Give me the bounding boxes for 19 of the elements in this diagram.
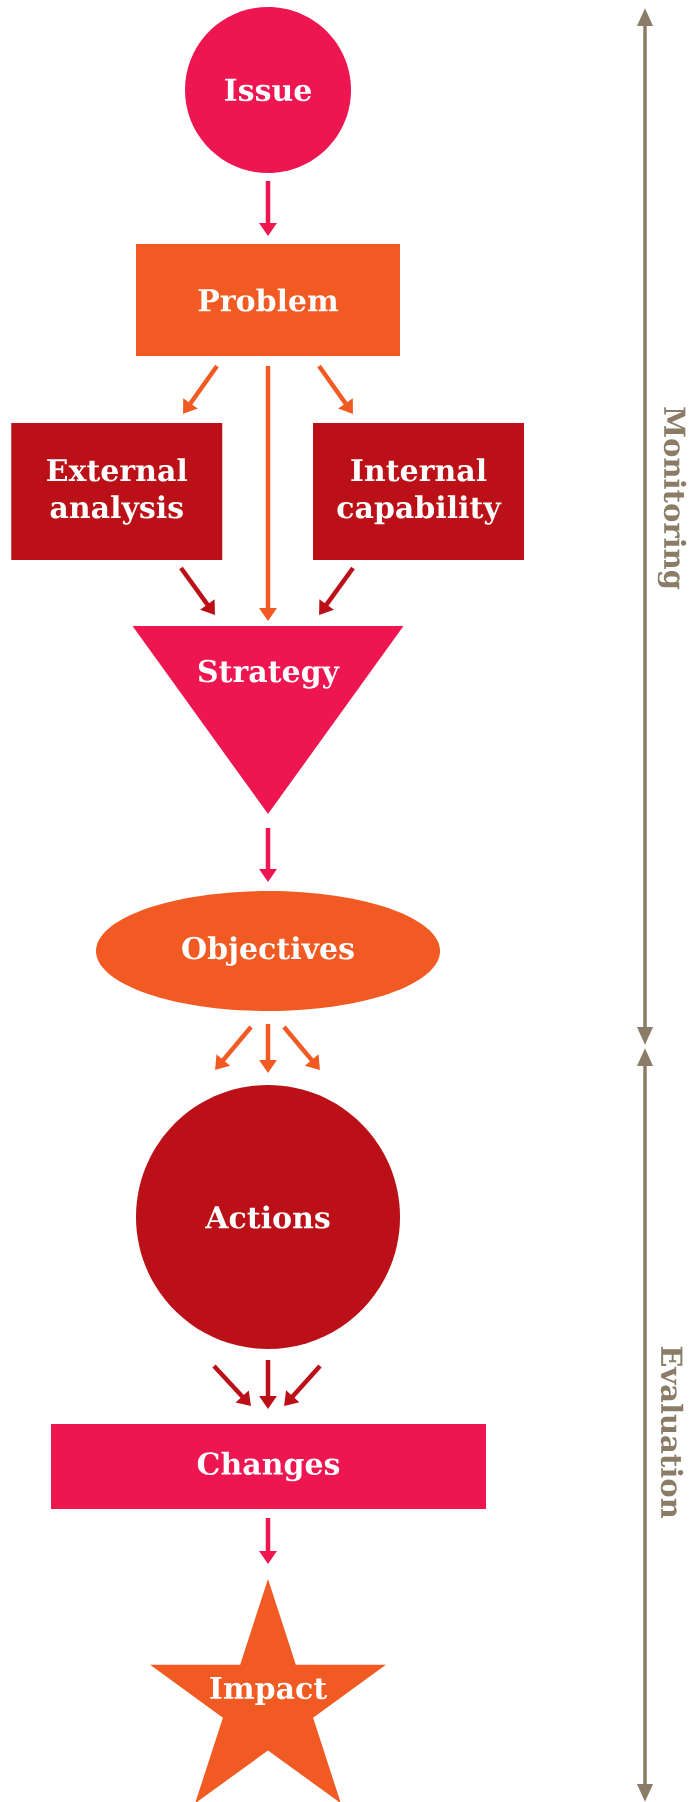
process-box: Changes: [51, 1424, 486, 1509]
arrow: [183, 364, 219, 414]
arrow: [317, 364, 353, 414]
range-label: Monitoring: [657, 407, 687, 590]
star-node: Impact: [150, 1579, 386, 1802]
arrow: [319, 566, 355, 615]
range-label: Evaluation: [660, 1346, 684, 1519]
arrow: [282, 1025, 320, 1070]
process-box: Problem: [136, 244, 400, 356]
triangle-node: Strategy: [132, 626, 404, 814]
circle-node: Issue: [185, 7, 351, 173]
process-box: External analysis: [11, 423, 223, 560]
circle-node: Actions: [136, 1085, 400, 1349]
process-box: Internal capability: [313, 423, 524, 560]
ellipse-node: Objectives: [96, 891, 440, 1011]
arrow: [284, 1364, 322, 1406]
arrow: [212, 1364, 251, 1406]
arrow: [215, 1025, 253, 1070]
arrow: [179, 566, 215, 615]
